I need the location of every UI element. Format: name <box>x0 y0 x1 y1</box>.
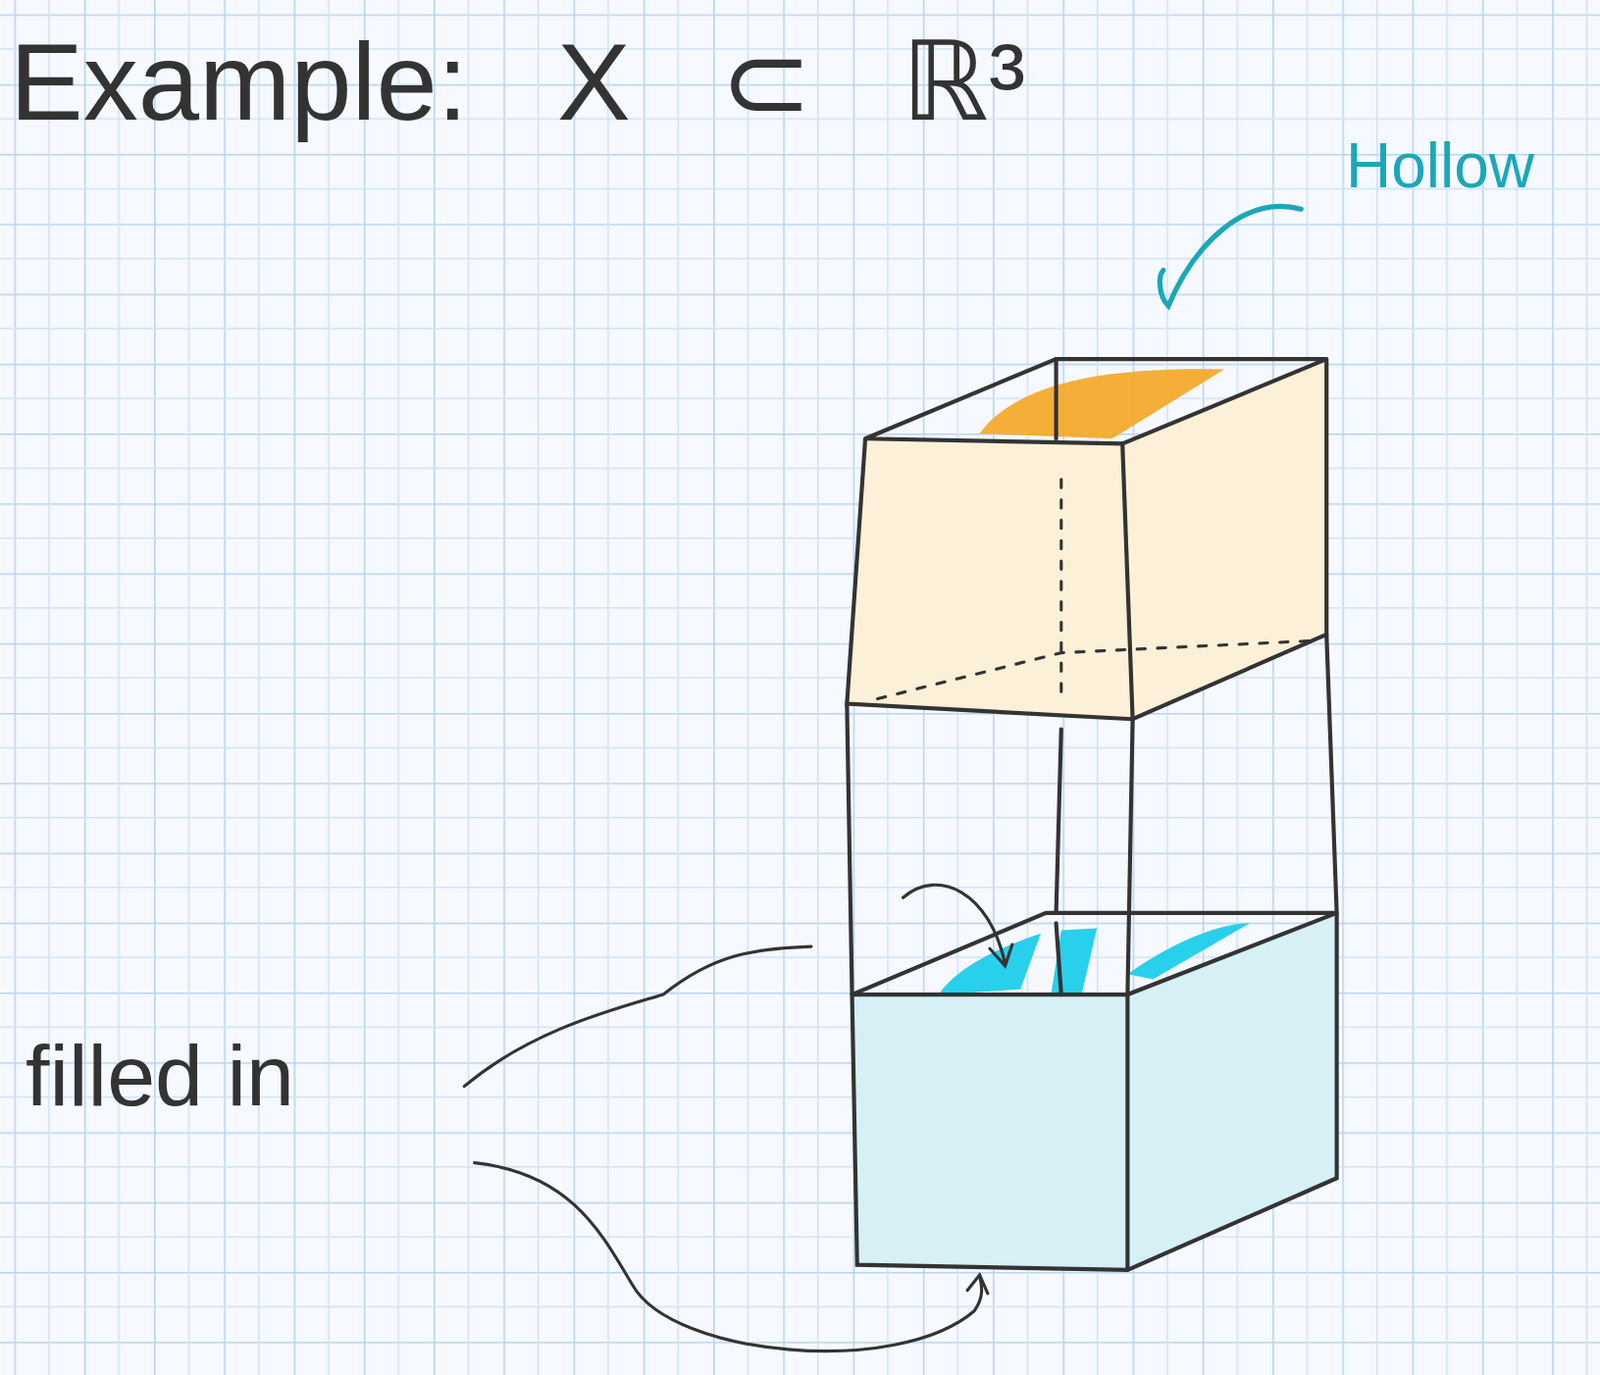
hollow-face <box>846 438 1133 720</box>
annotation-label: filled in <box>17 1020 303 1133</box>
hollow-top <box>980 368 1226 439</box>
page-title: Example: X ⊂ ℝ³ <box>9 17 1026 146</box>
cube-edges <box>846 359 1337 1271</box>
filled-face <box>852 994 1129 1271</box>
filled-top <box>938 923 1250 995</box>
annotation-label: Hollow <box>1345 129 1535 203</box>
leader-line <box>1159 206 1301 307</box>
leader-line <box>464 884 1013 1351</box>
